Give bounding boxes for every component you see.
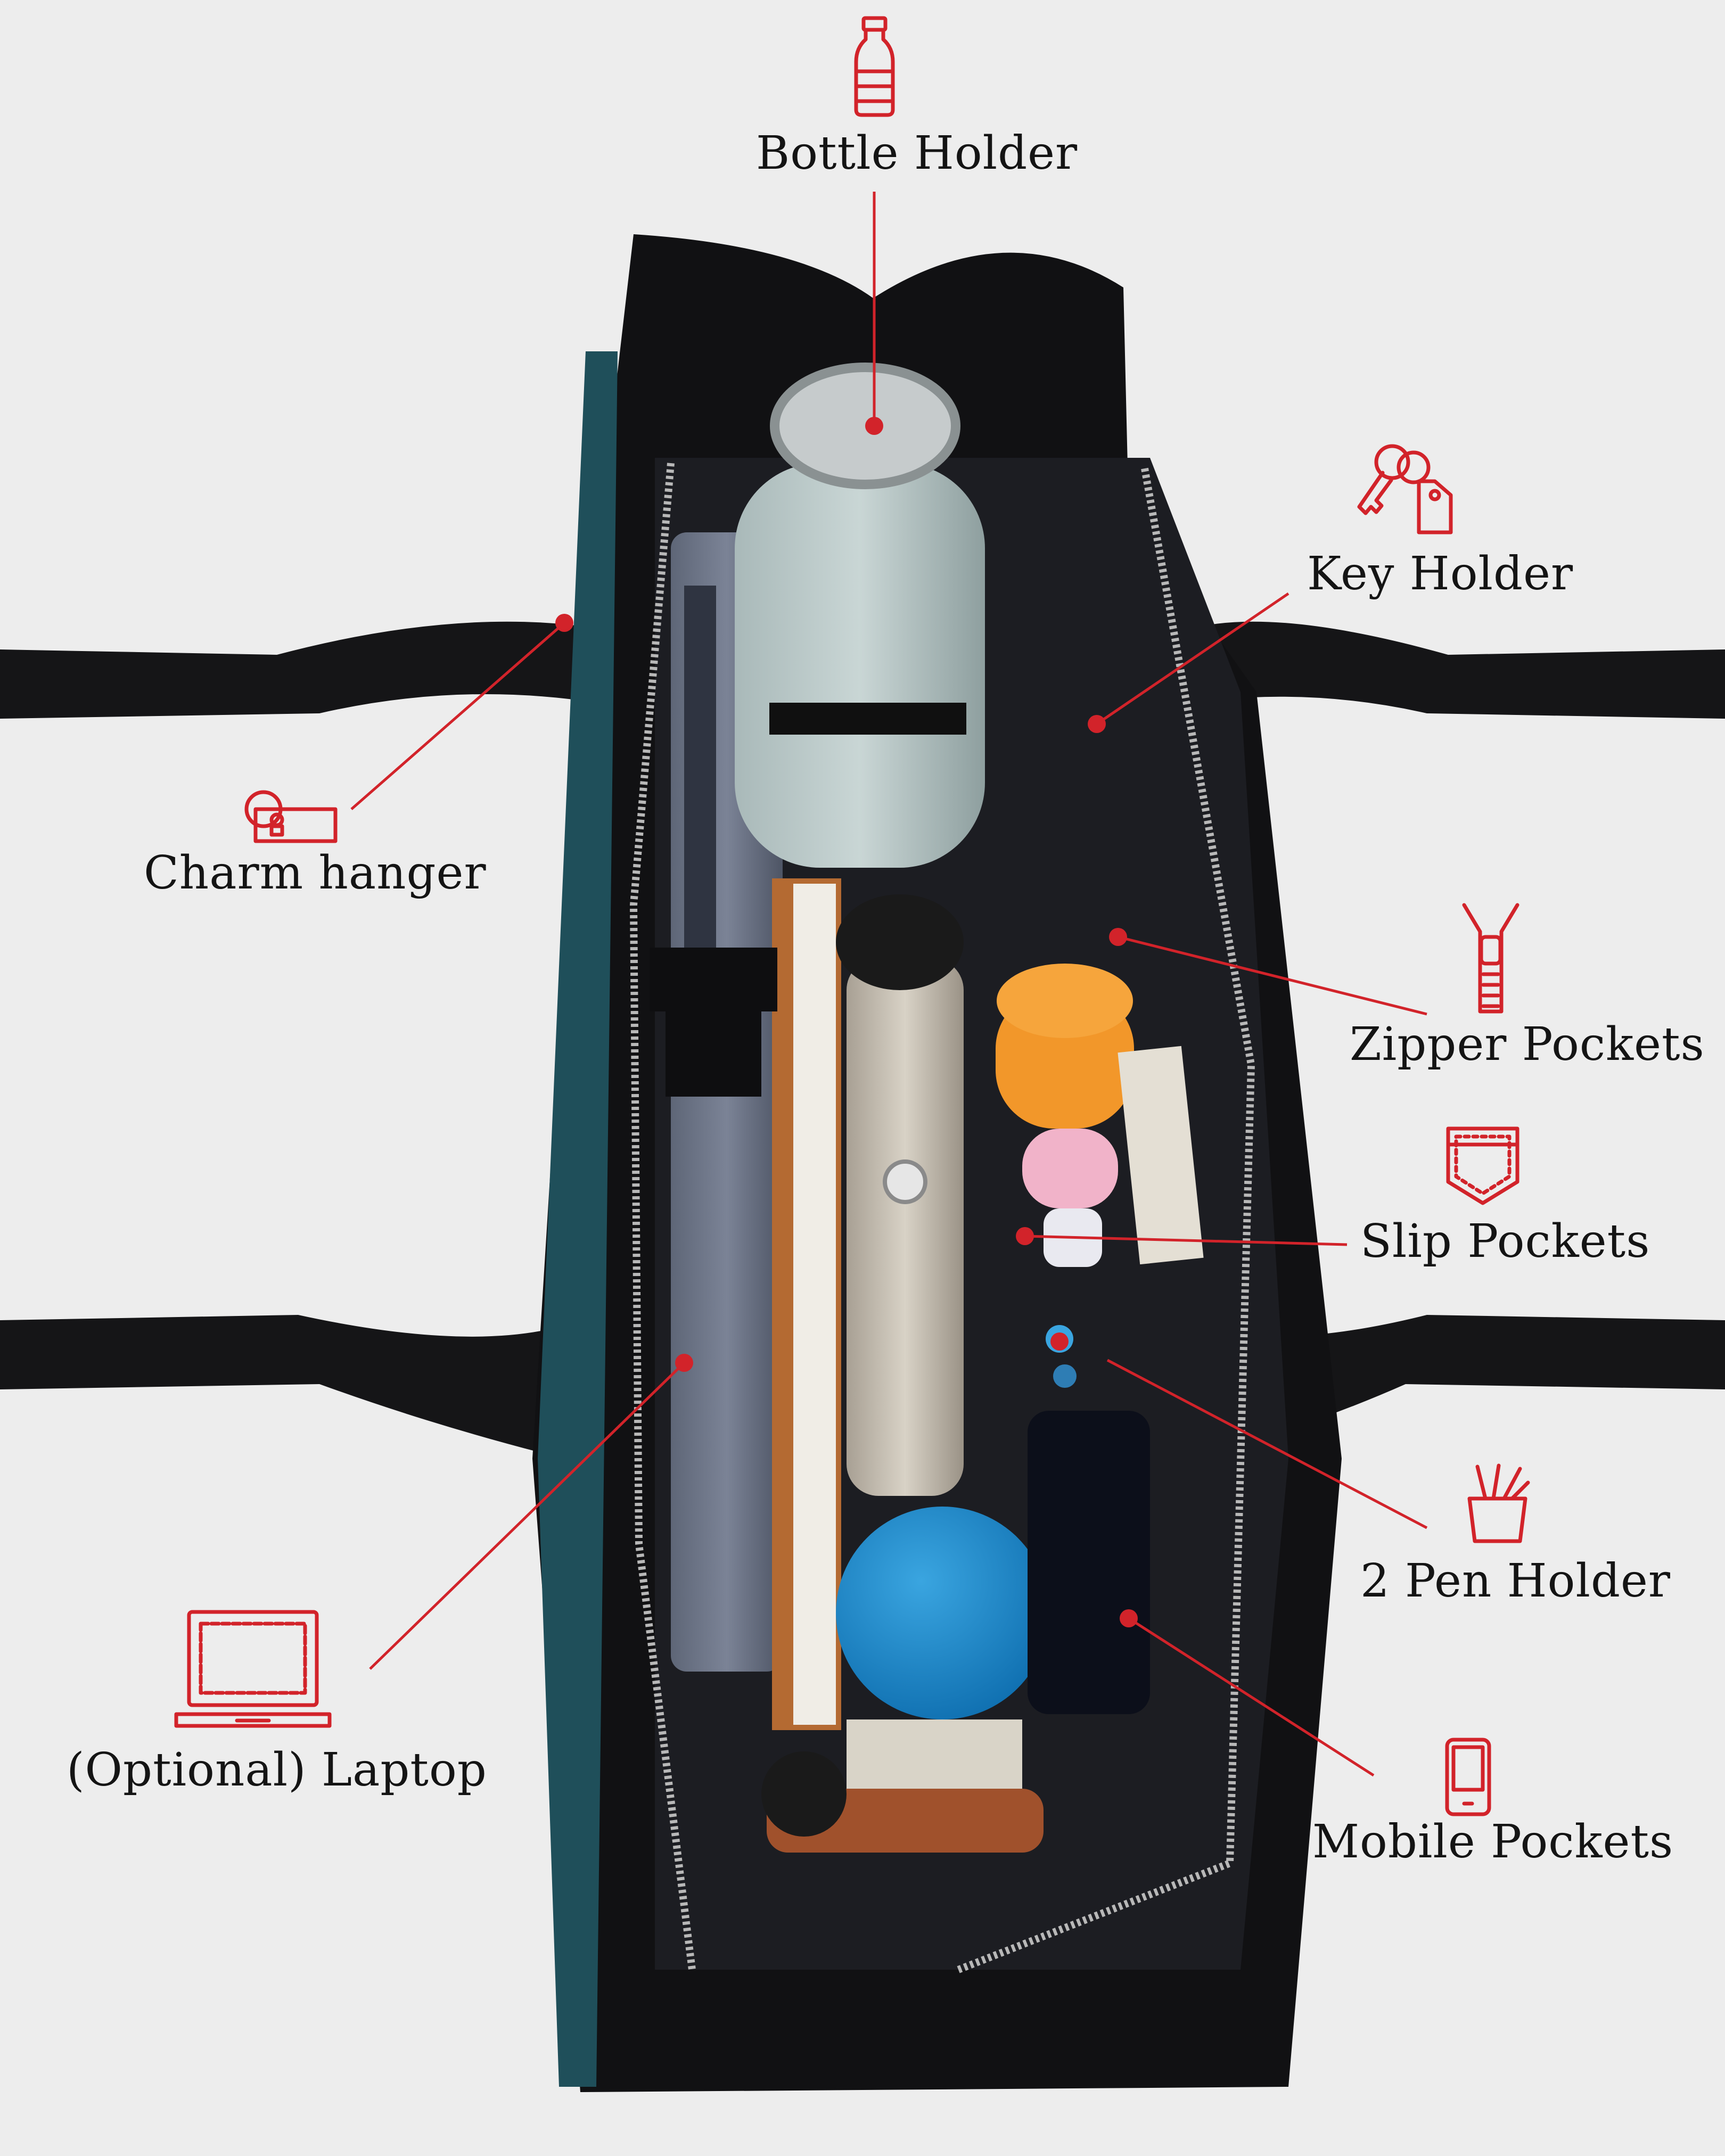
zipper-icon bbox=[1459, 900, 1523, 1017]
car-key-photo bbox=[836, 894, 964, 990]
water-bottle-photo bbox=[735, 463, 985, 868]
mobile-phone-icon bbox=[1443, 1735, 1493, 1818]
pen-cup-icon bbox=[1461, 1461, 1533, 1546]
mobile-pockets-label: Mobile Pockets bbox=[1312, 1815, 1674, 1869]
charm-hanger-label: Charm hanger bbox=[144, 846, 487, 900]
bottle-holder-label: Bottle Holder bbox=[756, 127, 1078, 180]
leader-dots bbox=[555, 417, 1138, 1627]
tag-charm-icon bbox=[234, 788, 341, 846]
laptop-label: (Optional) Laptop bbox=[67, 1743, 487, 1797]
keys-icon bbox=[1355, 442, 1461, 538]
water-bottle-icon bbox=[852, 16, 897, 117]
jeans-pocket-icon bbox=[1443, 1123, 1523, 1208]
phone-photo bbox=[1028, 1411, 1150, 1714]
blue-ball-photo bbox=[836, 1507, 1049, 1719]
zipper-right bbox=[957, 467, 1255, 1973]
bag-print-side bbox=[538, 351, 618, 2087]
slip-pockets-label: Slip Pockets bbox=[1360, 1215, 1650, 1268]
laptop-icon bbox=[173, 1608, 333, 1733]
zipper-left bbox=[629, 463, 696, 1970]
zipper-pockets-label: Zipper Pockets bbox=[1350, 1018, 1705, 1071]
pen-holder-label: 2 Pen Holder bbox=[1360, 1554, 1671, 1608]
key-holder-label: Key Holder bbox=[1307, 547, 1574, 600]
leader-lines bbox=[350, 192, 1428, 1777]
clutch-photo bbox=[847, 958, 964, 1496]
